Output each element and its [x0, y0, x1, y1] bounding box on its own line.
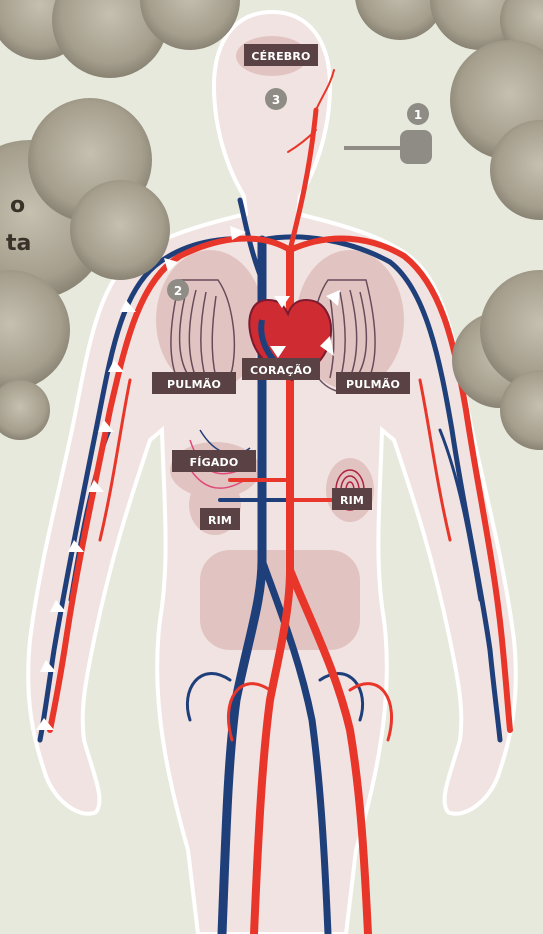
- marker-3-number: 3: [272, 93, 280, 107]
- label-coracao: CORAÇÃO: [242, 358, 320, 380]
- marker-1-number: 1: [414, 108, 422, 122]
- label-rim-right-text: RIM: [340, 494, 364, 507]
- cloud-text-line2: ta: [6, 231, 31, 256]
- label-figado-text: FÍGADO: [190, 456, 239, 469]
- marker-1: 1: [344, 103, 432, 164]
- label-cerebro: CÉREBRO: [244, 44, 318, 66]
- label-pulmao-right-text: PULMÃO: [346, 378, 400, 391]
- label-rim-left-text: RIM: [208, 514, 232, 527]
- label-pulmao-left: PULMÃO: [152, 372, 236, 394]
- cloud-text-line1: o: [10, 193, 25, 218]
- marker-3: 3: [265, 88, 287, 110]
- smoke-cloud-right: [450, 40, 543, 450]
- label-pulmao-left-text: PULMÃO: [167, 378, 221, 391]
- label-coracao-text: CORAÇÃO: [250, 364, 312, 377]
- label-rim-right: RIM: [332, 488, 372, 510]
- marker-2: 2: [167, 279, 189, 301]
- smoke-cloud-top-left: [0, 0, 240, 78]
- label-pulmao-right: PULMÃO: [336, 372, 410, 394]
- label-cerebro-text: CÉREBRO: [251, 50, 310, 63]
- marker-2-number: 2: [174, 284, 182, 298]
- label-figado: FÍGADO: [172, 450, 256, 472]
- label-rim-left: RIM: [200, 508, 240, 530]
